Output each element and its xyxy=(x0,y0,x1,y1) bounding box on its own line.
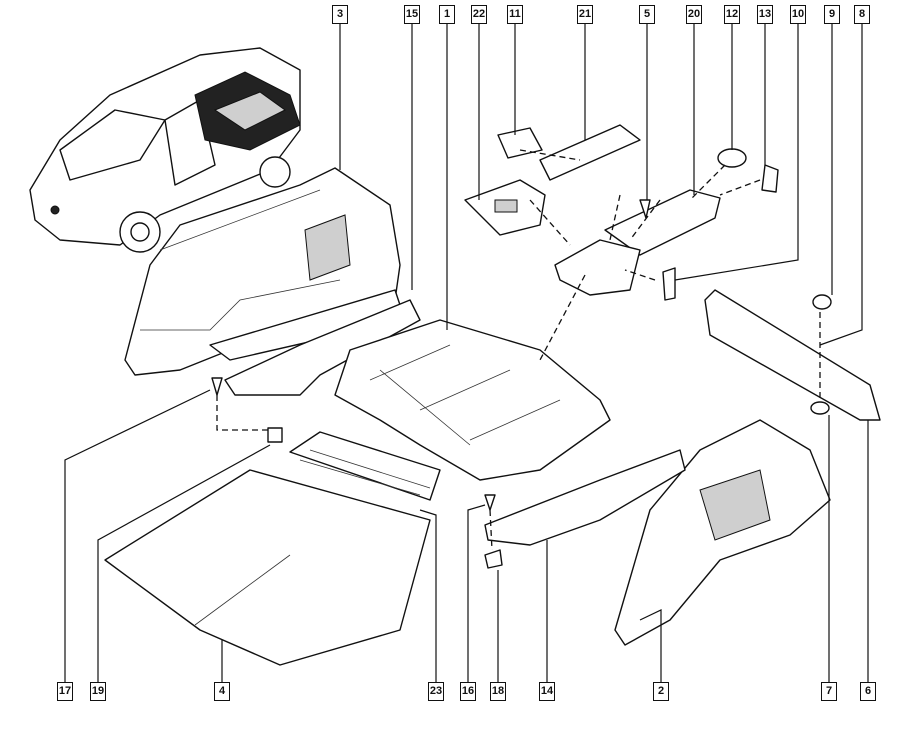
part-16-screw xyxy=(484,494,496,511)
part-4-boot-floor-panel xyxy=(104,469,431,666)
callout-9: 9 xyxy=(824,5,840,24)
callout-17: 17 xyxy=(57,682,73,701)
callout-21: 21 xyxy=(577,5,593,24)
callout-22: 22 xyxy=(471,5,487,24)
part-7-clip xyxy=(810,401,830,415)
callout-2: 2 xyxy=(653,682,669,701)
callout-7: 7 xyxy=(821,682,837,701)
part-14-sill-trim xyxy=(484,449,686,546)
callout-1: 1 xyxy=(439,5,455,24)
callout-3: 3 xyxy=(332,5,348,24)
part-21-cover-panel xyxy=(539,124,641,181)
part-2-recess xyxy=(699,469,771,541)
callout-5: 5 xyxy=(639,5,655,24)
assembly-paths xyxy=(216,149,821,551)
part-13-clip xyxy=(761,164,779,193)
callout-12: 12 xyxy=(724,5,740,24)
callout-23: 23 xyxy=(428,682,444,701)
part-5-screw xyxy=(639,199,651,219)
leader-lines xyxy=(64,23,869,683)
callout-20: 20 xyxy=(686,5,702,24)
callout-18: 18 xyxy=(490,682,506,701)
part-11-clip-plate xyxy=(497,127,543,159)
part-19-clip xyxy=(267,427,283,443)
callout-13: 13 xyxy=(757,5,773,24)
callout-6: 6 xyxy=(860,682,876,701)
part-18-clip xyxy=(484,549,503,569)
part-12-grommet xyxy=(717,148,747,168)
callout-4: 4 xyxy=(214,682,230,701)
part-10-bolt xyxy=(662,267,676,301)
callout-19: 19 xyxy=(90,682,106,701)
part-9-cap xyxy=(812,294,832,310)
part-8-rear-rail-trim xyxy=(704,289,881,421)
part-1-floor-carpet xyxy=(334,319,611,481)
vehicle-illustration xyxy=(29,47,301,253)
callout-11: 11 xyxy=(507,5,523,24)
callout-10: 10 xyxy=(790,5,806,24)
callout-15: 15 xyxy=(404,5,420,24)
part-17-screw xyxy=(211,377,223,396)
part-center-bracket xyxy=(554,239,641,296)
part-3-left-side-trim xyxy=(124,167,406,376)
callout-8: 8 xyxy=(854,5,870,24)
callout-14: 14 xyxy=(539,682,555,701)
callout-16: 16 xyxy=(460,682,476,701)
